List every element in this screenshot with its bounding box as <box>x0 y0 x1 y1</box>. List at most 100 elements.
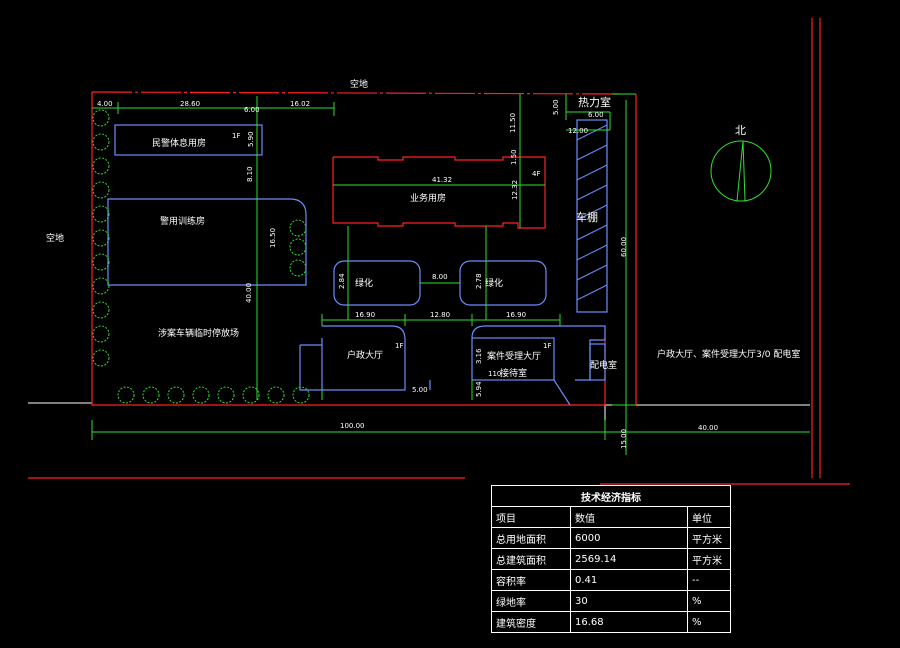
tree-icon <box>92 325 110 343</box>
tree-icon <box>92 253 110 271</box>
tree-icon <box>289 259 307 277</box>
tree-icon <box>117 386 135 404</box>
table-header-row: 项目 数值 单位 <box>491 506 731 528</box>
tree-icon <box>289 238 307 256</box>
dim-21: 16.90 <box>506 311 526 319</box>
dimension-lines <box>91 93 810 455</box>
row-item: 总建筑面积 <box>491 548 571 570</box>
table-title-row: 技术经济指标 <box>491 485 731 507</box>
table-title: 技术经济指标 <box>491 485 731 507</box>
tree-icon <box>92 301 110 319</box>
header-value: 数值 <box>570 506 688 528</box>
label-civil-police: 民警体息用房 <box>152 137 206 149</box>
label-north: 北 <box>735 124 746 137</box>
dimension-texts: 4.00 28.60 6.00 16.02 5.00 6.00 12.00 11… <box>97 99 718 449</box>
row-value: 6000 <box>570 527 688 549</box>
tree-icon <box>92 349 110 367</box>
label-case-hall: 案件受理大厅 <box>487 350 541 362</box>
dim-27: 15.00 <box>620 429 628 449</box>
dim-0: 4.00 <box>97 100 113 108</box>
north-compass-icon <box>710 140 772 202</box>
label-stair-2: 1F <box>395 342 403 350</box>
label-police-training: 警用训练房 <box>160 215 205 227</box>
label-business-rooms: 业务用房 <box>410 192 446 204</box>
dim-17: 8.00 <box>432 273 448 281</box>
tree-icon <box>92 181 110 199</box>
dim-20: 12.80 <box>430 311 450 319</box>
label-heat-room: 热力室 <box>578 95 611 109</box>
site-boundary <box>28 18 850 485</box>
dim-5: 6.00 <box>588 111 604 119</box>
dim-9: 8.10 <box>246 166 254 182</box>
table-row: 容积率 0.41 -- <box>491 569 731 591</box>
row-item: 绿地率 <box>491 590 571 612</box>
label-level-4f: 4F <box>532 170 540 178</box>
row-value: 16.68 <box>570 611 688 633</box>
label-stair-3: 1F <box>543 342 551 350</box>
dim-2: 6.00 <box>244 106 260 114</box>
tree-icon <box>192 386 210 404</box>
dim-12: 12.32 <box>511 180 519 200</box>
row-item: 总用地面积 <box>491 527 571 549</box>
dim-3: 16.02 <box>290 100 310 108</box>
tree-icon <box>92 205 110 223</box>
dim-16: 2.84 <box>338 273 346 289</box>
tree-icon <box>167 386 185 404</box>
row-unit: % <box>687 590 731 612</box>
row-unit: % <box>687 611 731 633</box>
label-110: 110 <box>488 370 501 378</box>
dim-19: 16.90 <box>355 311 375 319</box>
label-vehicle-parking: 涉案车辆临时停放场 <box>158 327 239 339</box>
tree-row <box>92 109 310 404</box>
dim-11: 1.50 <box>510 149 518 165</box>
table-row: 总建筑面积 2569.14 平方米 <box>491 548 731 570</box>
dim-4: 5.00 <box>552 99 560 115</box>
dim-14: 40.00 <box>245 283 253 303</box>
tree-icon <box>242 386 260 404</box>
tree-icon <box>289 219 307 237</box>
road-lines <box>28 402 810 420</box>
dim-8: 5.90 <box>247 131 255 147</box>
tree-icon <box>92 109 110 127</box>
label-bike-shed: 车棚 <box>576 210 598 224</box>
dim-23: 5.00 <box>412 386 428 394</box>
table-row: 建筑密度 16.68 % <box>491 611 731 633</box>
row-value: 2569.14 <box>570 548 688 570</box>
tree-icon <box>217 386 235 404</box>
dim-13: 16.50 <box>269 228 277 248</box>
labels: 空地 空地 热力室 车棚 北 民警体息用房 警用训练房 涉案车辆临时停放场 业务… <box>46 78 800 379</box>
row-value: 30 <box>570 590 688 612</box>
label-green-right: 绿化 <box>485 277 503 289</box>
table-row: 总用地面积 6000 平方米 <box>491 527 731 549</box>
dim-26: 40.00 <box>698 424 718 432</box>
table-row: 绿地率 30 % <box>491 590 731 612</box>
row-unit: 平方米 <box>687 548 731 570</box>
row-unit: 平方米 <box>687 527 731 549</box>
buildings <box>107 119 608 406</box>
dim-24: 5.94 <box>475 381 483 397</box>
label-right-note: 户政大厅、案件受理大厅3/0 配电室 <box>657 348 800 360</box>
header-item: 项目 <box>491 506 571 528</box>
row-unit: -- <box>687 569 731 591</box>
tree-icon <box>92 277 110 295</box>
label-hukou-hall: 户政大厅 <box>347 349 383 361</box>
tree-icon <box>92 157 110 175</box>
tree-icon <box>142 386 160 404</box>
dim-25: 100.00 <box>340 422 365 430</box>
row-value: 0.41 <box>570 569 688 591</box>
label-empty-left: 空地 <box>46 232 64 244</box>
dim-18: 2.78 <box>475 273 483 289</box>
tree-icon <box>292 386 310 404</box>
dim-7: 11.50 <box>509 113 517 133</box>
header-unit: 单位 <box>687 506 731 528</box>
dim-10: 41.32 <box>432 176 452 184</box>
tree-icon <box>92 133 110 151</box>
label-reception-room: 接待室 <box>500 367 527 379</box>
bike-shed-hatch <box>576 124 608 301</box>
label-empty-top: 空地 <box>350 78 368 90</box>
row-item: 建筑密度 <box>491 611 571 633</box>
label-stair-1: 1F <box>232 132 240 140</box>
tree-icon <box>267 386 285 404</box>
label-green-left: 绿化 <box>355 277 373 289</box>
